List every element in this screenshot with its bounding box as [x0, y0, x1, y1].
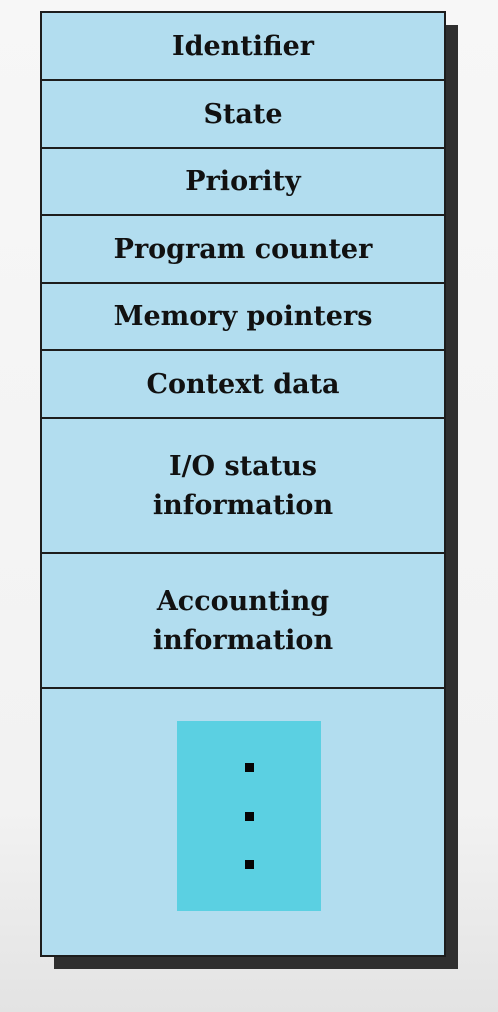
ellipsis-dot — [245, 812, 254, 821]
ellipsis-dot — [245, 763, 254, 772]
continuation-ellipsis — [177, 721, 321, 911]
field-priority: Priority — [42, 149, 444, 216]
field-identifier: Identifier — [42, 13, 444, 81]
process-control-block: Identifier State Priority Program counte… — [40, 11, 446, 957]
field-accounting-information: Accounting information — [42, 554, 444, 689]
field-context-data: Context data — [42, 351, 444, 419]
field-io-status-information: I/O status information — [42, 419, 444, 554]
field-program-counter: Program counter — [42, 216, 444, 284]
ellipsis-dot — [245, 860, 254, 869]
field-memory-pointers: Memory pointers — [42, 284, 444, 351]
field-state: State — [42, 81, 444, 149]
